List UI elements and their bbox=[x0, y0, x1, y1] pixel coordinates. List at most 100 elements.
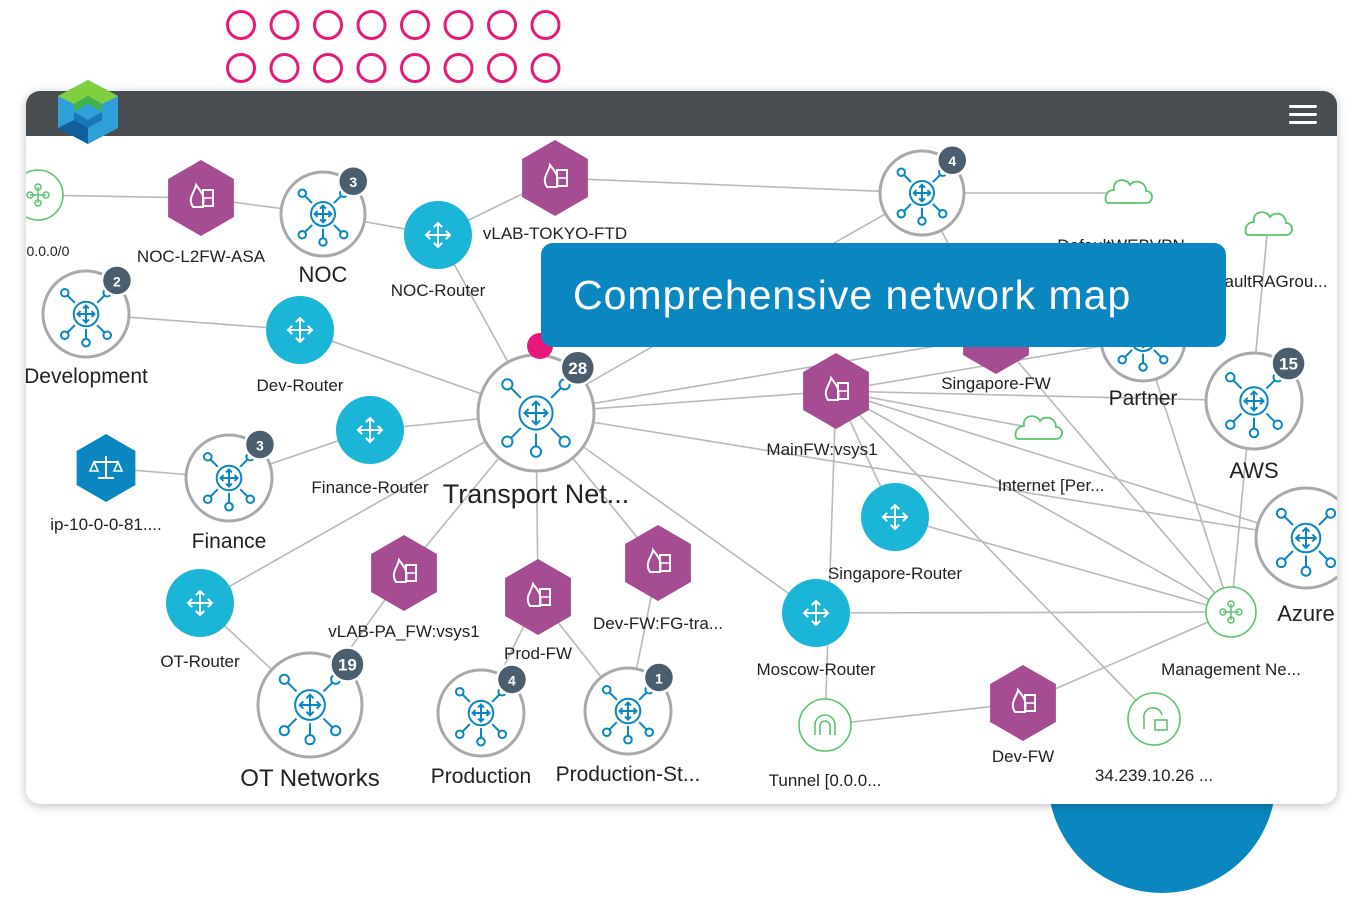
pink-dot bbox=[487, 53, 517, 83]
node-mgmt[interactable]: Management Ne... bbox=[1161, 586, 1301, 679]
node-label: Internet [Per... bbox=[998, 476, 1105, 495]
edge bbox=[835, 390, 1307, 539]
badge-count: 28 bbox=[568, 359, 587, 378]
node-devr[interactable]: Dev-Router bbox=[257, 296, 344, 395]
edge bbox=[535, 412, 1307, 539]
node-label: Finance bbox=[192, 530, 267, 553]
node-otr[interactable]: OT-Router bbox=[160, 569, 240, 671]
pink-dot bbox=[356, 10, 387, 40]
node-c2[interactable] bbox=[1244, 211, 1293, 236]
badge-count: 4 bbox=[948, 153, 956, 169]
node-label: Partner bbox=[1109, 387, 1178, 410]
pink-dot bbox=[443, 53, 474, 83]
badge-count: 3 bbox=[256, 437, 264, 453]
node-n0000[interactable]: .0.0.0/0 bbox=[26, 169, 70, 259]
node-sgr[interactable]: Singapore-Router bbox=[828, 483, 963, 583]
badge bbox=[559, 349, 597, 387]
pink-dot bbox=[313, 10, 343, 40]
node-label: vLAB-TOKYO-FTD bbox=[483, 224, 627, 243]
node-top4[interactable]: 4 bbox=[878, 143, 969, 237]
node-label: NOC-Router bbox=[391, 281, 486, 300]
node-label: Dev-Router bbox=[257, 376, 344, 395]
badge-count: 19 bbox=[338, 655, 357, 674]
pink-dot bbox=[400, 10, 430, 40]
node-label: Tunnel [0.0.0... bbox=[769, 771, 882, 790]
node-label: Dev-FW:FG-tra... bbox=[593, 614, 723, 633]
edge bbox=[1022, 611, 1232, 704]
node-c1[interactable] bbox=[1104, 179, 1153, 204]
pink-dot bbox=[313, 53, 343, 83]
badge bbox=[642, 661, 676, 694]
badge-count: 4 bbox=[508, 672, 516, 688]
badge bbox=[935, 143, 969, 177]
edge bbox=[894, 516, 1232, 613]
node-label: Moscow-Router bbox=[756, 660, 875, 679]
edge bbox=[835, 390, 1039, 430]
edge bbox=[824, 702, 1024, 726]
edge bbox=[535, 335, 997, 414]
node-inet[interactable]: Internet [Per... bbox=[998, 415, 1105, 495]
node-nocr[interactable]: NOC-Router bbox=[391, 201, 486, 300]
node-label: ip-10-0-0-81.... bbox=[50, 515, 162, 534]
banner: Comprehensive network map bbox=[541, 243, 1226, 347]
node-devfw[interactable]: Dev-FW bbox=[990, 665, 1056, 766]
edge bbox=[824, 390, 837, 726]
edge bbox=[815, 611, 1232, 614]
node-label: Dev-FW bbox=[992, 747, 1054, 766]
node-asa[interactable]: NOC-L2FW-ASA bbox=[137, 160, 266, 266]
node-tunnel[interactable]: Tunnel [0.0.0... bbox=[769, 698, 882, 790]
pink-dot bbox=[226, 10, 256, 40]
badge bbox=[329, 646, 366, 683]
node-finr[interactable]: Finance-Router bbox=[311, 396, 429, 497]
node-label: Production-St... bbox=[556, 763, 701, 786]
node-label: Prod-FW bbox=[504, 644, 572, 663]
pink-dot bbox=[226, 53, 256, 83]
badge bbox=[1270, 345, 1307, 382]
badge bbox=[243, 428, 277, 461]
pink-dot bbox=[269, 10, 300, 40]
badge-count: 2 bbox=[113, 273, 121, 289]
badge-count: 3 bbox=[349, 174, 357, 190]
node-label: Singapore-FW bbox=[941, 374, 1051, 393]
node-ragrp[interactable]: aultRAGrou... bbox=[1225, 272, 1328, 291]
node-label: aultRAGrou... bbox=[1225, 272, 1328, 291]
node-mosr[interactable]: Moscow-Router bbox=[756, 579, 876, 679]
pink-dot bbox=[400, 53, 430, 83]
edge bbox=[835, 390, 1255, 402]
node-ip34[interactable]: 34.239.10.26 ... bbox=[1095, 692, 1213, 785]
node-label: MainFW:vsys1 bbox=[766, 440, 877, 459]
node-label: Management Ne... bbox=[1161, 660, 1301, 679]
menu-icon[interactable] bbox=[1289, 101, 1317, 127]
node-devfwfg[interactable]: Dev-FW:FG-tra... bbox=[593, 525, 723, 633]
edge bbox=[835, 390, 1232, 613]
node-lb[interactable]: ip-10-0-0-81.... bbox=[50, 434, 162, 534]
edge bbox=[835, 390, 1155, 720]
pink-dot bbox=[530, 10, 561, 40]
node-label: 34.239.10.26 ... bbox=[1095, 766, 1213, 785]
node-mainfw[interactable]: MainFW:vsys1 bbox=[766, 353, 878, 459]
node-label: OT-Router bbox=[160, 652, 240, 671]
node-azure[interactable]: Azure bbox=[1254, 486, 1337, 626]
edge bbox=[995, 335, 1232, 613]
node-prodfw[interactable]: Prod-FW bbox=[504, 559, 572, 663]
pink-dot bbox=[356, 53, 387, 83]
node-tokyo[interactable]: vLAB-TOKYO-FTD bbox=[483, 140, 627, 243]
node-prodst[interactable]: 1Production-St... bbox=[556, 661, 701, 786]
node-pafw[interactable]: vLAB-PA_FW:vsys1 bbox=[328, 535, 480, 641]
badge bbox=[100, 264, 134, 297]
node-label: Transport Net... bbox=[443, 479, 630, 509]
badge-count: 1 bbox=[655, 670, 663, 686]
pink-dot bbox=[530, 53, 561, 83]
node-label: Development bbox=[26, 365, 148, 388]
node-label: NOC-L2FW-ASA bbox=[137, 247, 266, 266]
